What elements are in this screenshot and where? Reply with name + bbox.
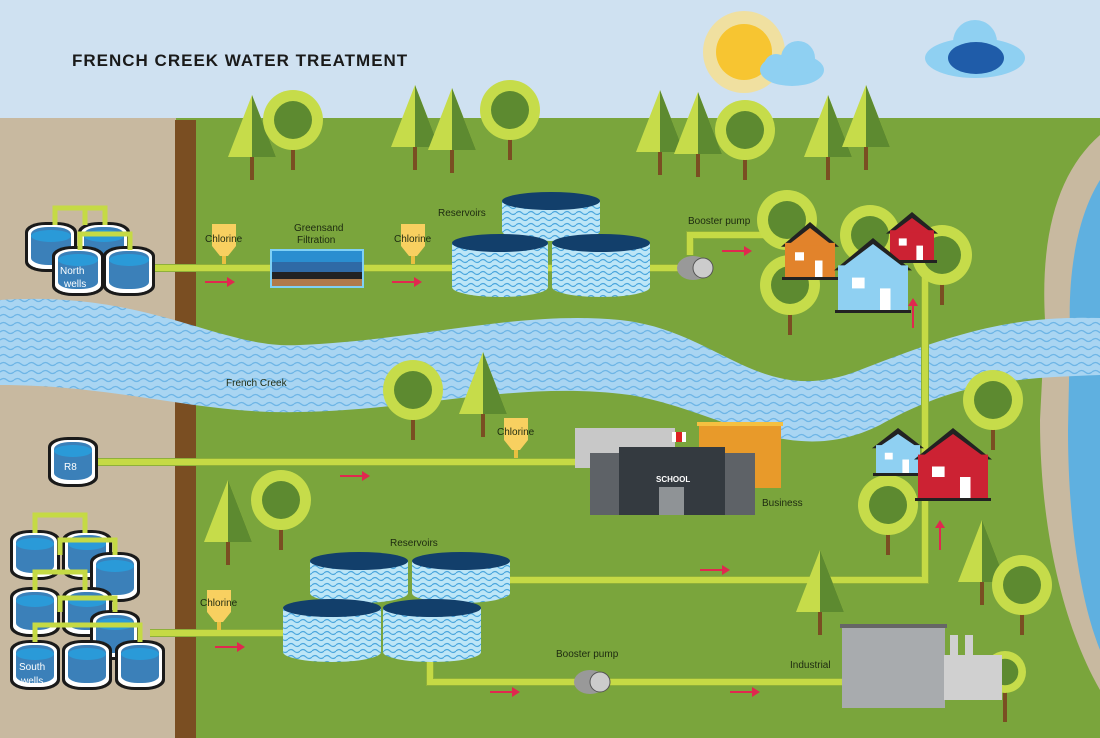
reservoir-tank-icon bbox=[283, 599, 381, 662]
house-icon bbox=[872, 428, 924, 476]
pine-tree-icon bbox=[842, 85, 890, 170]
svg-text:wells: wells bbox=[63, 279, 86, 290]
riverbank-wall bbox=[175, 120, 196, 738]
business-label: Business bbox=[762, 498, 803, 509]
house-icon bbox=[886, 212, 938, 263]
filtration-label: Filtration bbox=[297, 235, 335, 246]
deciduous-tree-icon bbox=[963, 370, 1023, 450]
wells bbox=[10, 205, 165, 690]
north-wells-label: North wells bbox=[60, 266, 86, 290]
chlorine-hoppers bbox=[207, 224, 528, 630]
flow-arrow-icon bbox=[340, 471, 370, 481]
flow-arrows bbox=[205, 246, 945, 697]
flow-arrow-icon bbox=[908, 298, 918, 328]
svg-text:South: South bbox=[19, 662, 45, 673]
r8-label: R8 bbox=[64, 462, 77, 473]
well-tank-icon bbox=[115, 640, 165, 690]
pine-tree-icon bbox=[428, 88, 476, 173]
booster-pump-icon bbox=[574, 670, 611, 694]
pine-tree-icon bbox=[636, 90, 684, 175]
deciduous-tree-icon bbox=[992, 555, 1052, 635]
french-creek-river bbox=[0, 298, 1100, 442]
deciduous-tree-icon bbox=[251, 470, 311, 550]
booster-pump-label-bottom: Booster pump bbox=[556, 649, 619, 660]
reservoirs-label-top: Reservoirs bbox=[438, 208, 486, 219]
well-tank-icon bbox=[48, 437, 98, 487]
deciduous-tree-icon bbox=[858, 475, 918, 555]
french-creek-label: French Creek bbox=[226, 378, 288, 389]
booster-pump-label-top: Booster pump bbox=[688, 216, 751, 227]
deciduous-tree-icon bbox=[383, 360, 443, 440]
industrial-building bbox=[840, 624, 1002, 708]
chlorine-hopper-icon bbox=[401, 224, 425, 264]
flow-arrow-icon bbox=[700, 565, 730, 575]
pine-tree-icon bbox=[796, 550, 844, 635]
flow-arrow-icon bbox=[392, 277, 422, 287]
reservoir-tank-icon bbox=[502, 192, 600, 241]
booster-pump-icon bbox=[677, 256, 714, 280]
houses bbox=[781, 212, 992, 501]
school-building bbox=[590, 447, 755, 515]
pine-tree-icon bbox=[391, 85, 439, 170]
well-tank-icon bbox=[103, 246, 155, 296]
chlorine-label-1: Chlorine bbox=[205, 234, 243, 245]
greensand-label: Greensand bbox=[294, 223, 343, 234]
well-tank-icon bbox=[10, 530, 60, 580]
well-tank-icon bbox=[62, 640, 112, 690]
well-connector-pipes bbox=[32, 205, 143, 642]
pine-tree-icon bbox=[674, 92, 722, 177]
south-wells-label: South wells bbox=[19, 662, 45, 687]
chlorine-hopper-icon bbox=[504, 418, 528, 458]
reservoir-tank-icon bbox=[552, 234, 650, 297]
flow-arrow-icon bbox=[205, 277, 235, 287]
well-tank-icon bbox=[90, 552, 140, 602]
flow-arrow-icon bbox=[490, 687, 520, 697]
reservoirs-label-bottom: Reservoirs bbox=[390, 538, 438, 549]
reservoir-tank-icon bbox=[412, 552, 510, 603]
svg-text:North: North bbox=[60, 266, 84, 277]
chlorine-label-4: Chlorine bbox=[200, 598, 238, 609]
diagram-title: FRENCH CREEK WATER TREATMENT bbox=[72, 51, 408, 70]
greensand-filter bbox=[270, 249, 364, 288]
chlorine-hopper-icon bbox=[207, 590, 231, 630]
flow-arrow-icon bbox=[935, 520, 945, 550]
svg-text:wells: wells bbox=[20, 676, 43, 687]
chlorine-label-2: Chlorine bbox=[394, 234, 432, 245]
storm-cloud-icon bbox=[925, 20, 1025, 78]
well-tank-icon bbox=[52, 246, 104, 296]
house-icon bbox=[914, 428, 992, 501]
pipes bbox=[97, 231, 929, 686]
reservoir-tank-icon bbox=[452, 234, 548, 297]
house-icon bbox=[781, 222, 839, 280]
reservoir-tank-icon bbox=[383, 599, 481, 662]
deciduous-tree-icon bbox=[480, 80, 540, 160]
chlorine-label-3: Chlorine bbox=[497, 427, 535, 438]
flow-arrow-icon bbox=[730, 687, 760, 697]
lake bbox=[1068, 180, 1100, 650]
chlorine-hopper-icon bbox=[212, 224, 236, 264]
pine-tree-icon bbox=[459, 352, 507, 437]
reservoirs bbox=[283, 192, 650, 662]
deciduous-tree-icon bbox=[715, 100, 775, 180]
pine-tree-icon bbox=[204, 480, 252, 565]
cloud-icon bbox=[760, 41, 824, 86]
flow-arrow-icon bbox=[722, 246, 752, 256]
house-icon bbox=[834, 238, 912, 313]
reservoir-tank-icon bbox=[310, 552, 408, 603]
deciduous-tree-icon bbox=[263, 90, 323, 170]
well-tank-icon bbox=[10, 640, 60, 690]
industrial-label: Industrial bbox=[790, 660, 831, 671]
school-label: SCHOOL bbox=[656, 475, 690, 484]
flow-arrow-icon bbox=[215, 642, 245, 652]
